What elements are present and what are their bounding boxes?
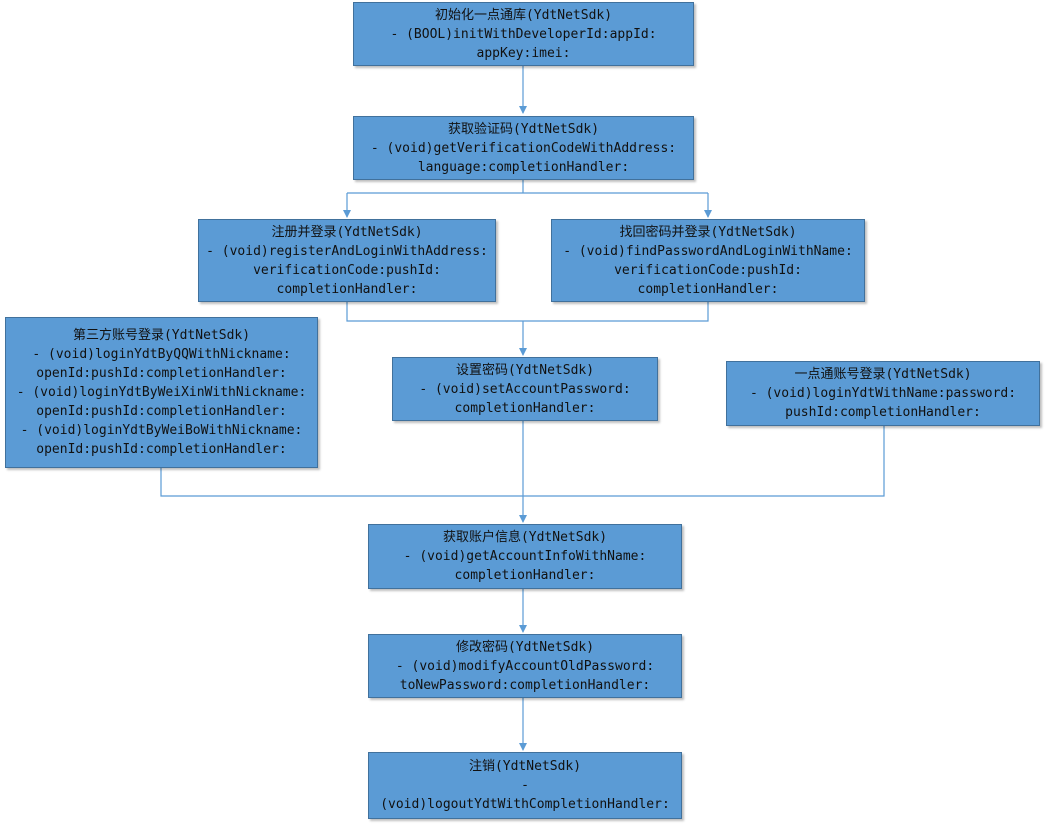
node-verify: 获取验证码(YdtNetSdk) - (void)getVerification… (353, 116, 694, 180)
node-findpwd-line-2: verificationCode:pushId: (614, 262, 802, 278)
node-thirdparty: 第三方账号登录(YdtNetSdk) - (void)loginYdtByQQW… (5, 317, 318, 468)
node-findpwd: 找回密码并登录(YdtNetSdk) - (void)findPasswordA… (551, 219, 865, 302)
node-verify-line-1: - (void)getVerificationCodeWithAddress: (370, 140, 677, 156)
node-logout-line-1: - (521, 778, 529, 793)
node-accountinfo-title: 获取账户信息(YdtNetSdk) (442, 530, 608, 545)
node-ydtlogin-line-1: - (void)loginYdtWithName:password: (749, 386, 1017, 401)
node-register-title: 注册并登录(YdtNetSdk) (271, 224, 423, 240)
node-verify-line-2: language:completionHandler: (417, 159, 630, 175)
node-ydtlogin: 一点通账号登录(YdtNetSdk) - (void)loginYdtWithN… (726, 361, 1040, 426)
edge-verify-split (347, 180, 708, 194)
node-accountinfo-line-1: - (void)getAccountInfoWithName: (403, 549, 647, 564)
node-thirdparty-line-2: openId:pushId:completionHandler: (36, 366, 287, 381)
node-modifypwd: 修改密码(YdtNetSdk) - (void)modifyAccountOld… (368, 634, 682, 698)
node-logout-line-2: (void)logoutYdtWithCompletionHandler: (380, 797, 670, 812)
node-thirdparty-line-3: - (void)loginYdtByWeiXinWithNickname: (16, 385, 307, 400)
node-setpwd-line-1: - (void)setAccountPassword: (419, 381, 631, 397)
node-logout-title: 注销(YdtNetSdk) (468, 759, 582, 774)
node-logout: 注销(YdtNetSdk) - (void)logoutYdtWithCompl… (368, 752, 682, 819)
node-init-line-1: - (BOOL)initWithDeveloperId:appId: (390, 26, 657, 42)
node-modifypwd-title: 修改密码(YdtNetSdk) (455, 639, 595, 655)
node-thirdparty-line-4: openId:pushId:completionHandler: (36, 404, 287, 419)
node-register: 注册并登录(YdtNetSdk) - (void)registerAndLogi… (198, 219, 496, 302)
edge-register-findpwd-merge (346, 302, 709, 322)
node-thirdparty-line-1: - (void)loginYdtByQQWithNickname: (32, 347, 291, 362)
node-ydtlogin-line-2: pushId:completionHandler: (785, 405, 981, 420)
node-findpwd-line-3: completionHandler: (637, 281, 779, 297)
node-register-line-1: - (void)registerAndLoginWithAddress: (206, 243, 488, 259)
node-register-line-3: completionHandler: (276, 281, 418, 297)
node-setpwd-line-2: completionHandler: (454, 400, 596, 416)
node-register-line-2: verificationCode:pushId: (253, 262, 441, 278)
node-thirdparty-line-5: - (void)loginYdtByWeiBoWithNickname: (20, 423, 303, 438)
node-init-title: 初始化一点通库(YdtNetSdk) (434, 7, 613, 23)
node-findpwd-line-1: - (void)findPasswordAndLoginWithName: (563, 243, 853, 259)
node-thirdparty-line-6: openId:pushId:completionHandler: (36, 442, 287, 457)
node-modifypwd-line-2: toNewPassword:completionHandler: (399, 677, 651, 693)
node-findpwd-title: 找回密码并登录(YdtNetSdk) (619, 224, 797, 240)
node-accountinfo-line-2: completionHandler: (454, 568, 596, 583)
node-accountinfo: 获取账户信息(YdtNetSdk) - (void)getAccountInfo… (368, 524, 682, 589)
node-init-line-2: appKey:imei: (476, 45, 571, 61)
node-setpwd-title: 设置密码(YdtNetSdk) (455, 362, 595, 378)
node-modifypwd-line-1: - (void)modifyAccountOldPassword: (395, 658, 655, 674)
node-thirdparty-title: 第三方账号登录(YdtNetSdk) (72, 328, 251, 343)
node-ydtlogin-title: 一点通账号登录(YdtNetSdk) (794, 367, 972, 382)
node-verify-title: 获取验证码(YdtNetSdk) (447, 121, 600, 137)
node-init: 初始化一点通库(YdtNetSdk) - (BOOL)initWithDevel… (353, 2, 694, 66)
node-setpwd: 设置密码(YdtNetSdk) - (void)setAccountPasswo… (392, 357, 658, 421)
